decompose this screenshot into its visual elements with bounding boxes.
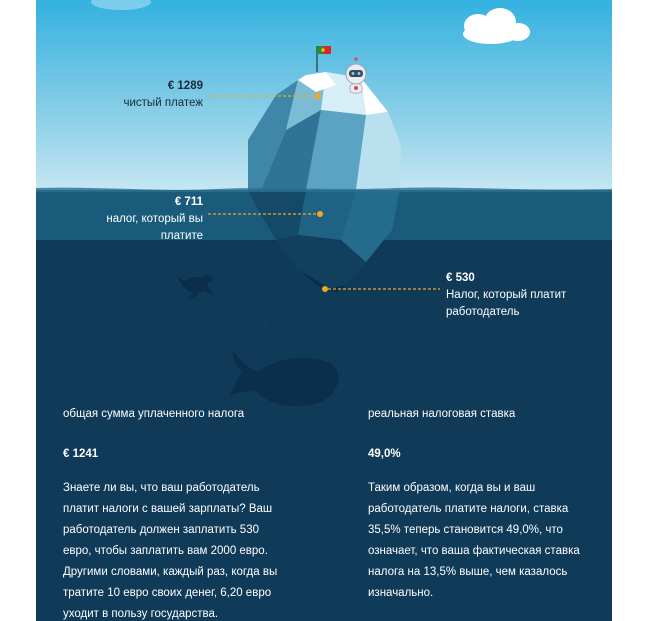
description-line: налога на 13,5% выше, чем казалось <box>368 566 568 578</box>
description-line: означает, что ваша фактическая ставка <box>368 545 580 557</box>
description-line: 35,5% теперь становится 49,0%, что <box>368 524 563 536</box>
cloud-icon <box>463 8 530 44</box>
description-line: евро, чтобы заплатить вам 2000 евро. <box>63 545 268 557</box>
iceberg-illustration <box>36 0 612 407</box>
description-line: тратите 10 евро своих денег, 6,20 евро <box>63 587 272 599</box>
total-tax-heading: общая сумма уплаченного налога <box>63 408 245 420</box>
net-pay-amount: € 1289 <box>167 80 203 92</box>
iceberg-top <box>248 72 401 190</box>
description-line: уходит в пользу государства. <box>63 608 219 620</box>
marker-employee-tax <box>317 211 323 217</box>
robot-mascot-icon <box>345 57 367 94</box>
net-pay-label: € 1289 чистый платеж <box>36 78 204 112</box>
real-rate-heading: реальная налоговая ставка <box>368 408 516 420</box>
marker-net <box>315 93 321 99</box>
description-line: Знаете ли вы, что ваш работодатель <box>63 482 260 494</box>
real-rate-description: Таким образом, когда вы и ваш работодате… <box>368 478 608 604</box>
portugal-flag-icon <box>316 46 331 72</box>
employee-tax-caption-1: налог, который вы <box>106 213 203 225</box>
employer-tax-amount: € 530 <box>446 272 475 284</box>
employer-tax-caption-1: Налог, который платит <box>446 289 567 301</box>
turtle-icon <box>176 275 214 300</box>
small-fish-icon <box>258 318 268 326</box>
total-tax-value: € 1241 <box>63 448 99 460</box>
cloud-faint-icon <box>91 0 151 10</box>
employer-tax-caption-2: работодатель <box>446 306 520 318</box>
whale-icon <box>230 350 339 407</box>
total-tax-description: Знаете ли вы, что ваш работодатель плати… <box>63 478 333 621</box>
net-pay-caption: чистый платеж <box>123 97 204 109</box>
employee-tax-caption-2: платите <box>160 230 203 242</box>
employer-tax-label: € 530 Налог, который платит работодатель <box>446 270 606 321</box>
description-line: платит налоги с вашей зарплаты? Ваш <box>63 503 273 515</box>
real-rate-value: 49,0% <box>368 448 401 460</box>
description-line: работодатель платите налоги, ставка <box>368 503 569 515</box>
description-line: работодатель должен заплатить 530 <box>63 524 259 536</box>
deep-water <box>36 240 612 621</box>
description-line: Другими словами, каждый раз, когда вы <box>63 566 278 578</box>
iceberg-bottom <box>248 190 400 292</box>
employee-tax-amount: € 711 <box>174 196 203 208</box>
description-line: изначально. <box>368 587 434 599</box>
employee-tax-label: € 711 налог, который вы платите <box>36 194 203 245</box>
infographic-panel: € 1289 чистый платеж € 711 налог, которы… <box>36 0 612 621</box>
description-line: Таким образом, когда вы и ваш <box>368 482 536 494</box>
marker-employer-tax <box>322 286 328 292</box>
